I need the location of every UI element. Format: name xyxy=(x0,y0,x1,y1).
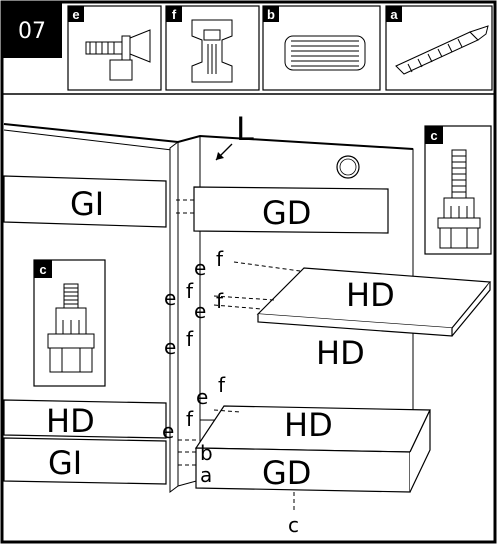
hw-e5: e xyxy=(196,385,208,409)
foot-callout-left: c xyxy=(33,259,106,387)
screw-anchor-icon xyxy=(395,25,489,75)
part-legend-b-letter: b xyxy=(267,7,275,22)
panel-gi-top xyxy=(3,175,167,228)
part-legend-b: b xyxy=(262,5,381,91)
hw-f1: f xyxy=(216,247,224,271)
adjustable-foot-icon xyxy=(437,149,481,249)
panel-gi-top-label: GI xyxy=(70,185,104,223)
foot-callout-right: c xyxy=(424,125,492,255)
edge-label: L xyxy=(236,110,254,148)
panel-hd-left-label: HD xyxy=(46,402,95,440)
hw-f2: f xyxy=(186,279,194,303)
step-number-box xyxy=(2,2,62,58)
divider-panel-face xyxy=(177,135,201,487)
panel-gd-bottom-label: GD xyxy=(262,454,311,492)
cam-lock-icon xyxy=(191,19,233,83)
panel-gd-top xyxy=(193,186,389,234)
adjustable-foot-icon xyxy=(47,283,95,373)
hw-f4: f xyxy=(186,327,194,351)
hw-e1: e xyxy=(194,256,206,280)
hw-e6: e xyxy=(162,419,174,443)
hw-f6: f xyxy=(186,407,194,431)
panel-hd-back-label: HD xyxy=(316,334,365,372)
step-number: 07 xyxy=(18,19,46,44)
hw-e2: e xyxy=(164,286,176,310)
cabinet-top-inner xyxy=(3,129,173,151)
hw-c: c xyxy=(288,513,299,537)
part-legend-a: a xyxy=(385,5,493,91)
hw-a: a xyxy=(200,463,212,487)
foot-callout-left-letter: c xyxy=(39,262,46,277)
hw-f5: f xyxy=(218,373,226,397)
part-legend-f: f xyxy=(165,5,260,91)
shelf-hd-lower-label: HD xyxy=(284,406,333,444)
hw-e3: e xyxy=(194,299,206,323)
foot-callout-right-letter: c xyxy=(430,128,437,143)
panel-gi-bottom xyxy=(3,437,167,485)
hw-b: b xyxy=(200,441,213,465)
panel-gi-bottom-label: GI xyxy=(48,444,82,482)
part-legend-f-letter: f xyxy=(172,7,177,22)
cam-bolt-icon xyxy=(85,29,151,81)
wooden-dowel-icon xyxy=(284,35,366,71)
shelf-hd-upper-label: HD xyxy=(346,276,395,314)
panel-hd-left xyxy=(3,399,167,439)
hw-e4: e xyxy=(164,335,176,359)
hw-f3: f xyxy=(216,289,224,313)
part-legend-e-letter: e xyxy=(72,7,79,22)
part-legend-a-letter: a xyxy=(390,7,398,22)
panel-gd-top-label: GD xyxy=(262,194,311,232)
part-legend-e: e xyxy=(67,5,162,91)
